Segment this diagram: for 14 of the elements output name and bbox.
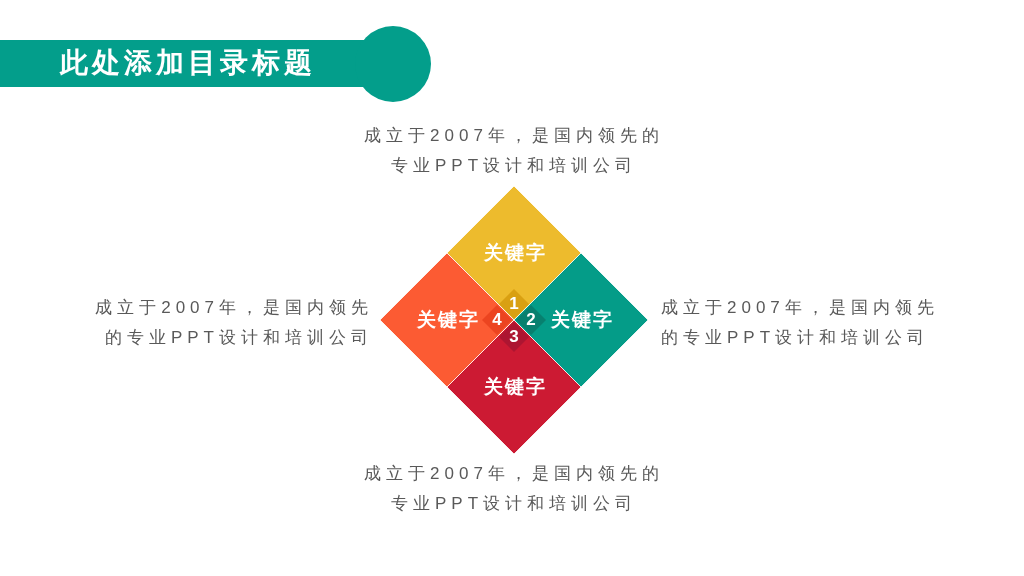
- number-label: 4: [492, 310, 502, 330]
- description-text: 成立于2007年，是国内领先的专业PPT设计和培训公司: [94, 297, 373, 349]
- keyword-label: 关键字: [482, 241, 547, 265]
- title-text: 此处添加目录标题: [60, 46, 316, 80]
- number-label: 2: [526, 310, 536, 330]
- keyword-label: 关键字: [549, 308, 614, 332]
- number-label: 3: [509, 327, 519, 347]
- description-text: 成立于2007年，是国内领先的专业PPT设计和培训公司: [661, 297, 940, 349]
- description-text: 成立于2007年，是国内领先的专业PPT设计和培训公司: [363, 125, 665, 177]
- number-diamond: [482, 305, 512, 335]
- description-text: 成立于2007年，是国内领先的专业PPT设计和培训公司: [363, 463, 665, 515]
- number-label: 1: [509, 294, 519, 314]
- keyword-label: 关键字: [482, 375, 547, 399]
- keyword-label: 关键字: [415, 308, 480, 332]
